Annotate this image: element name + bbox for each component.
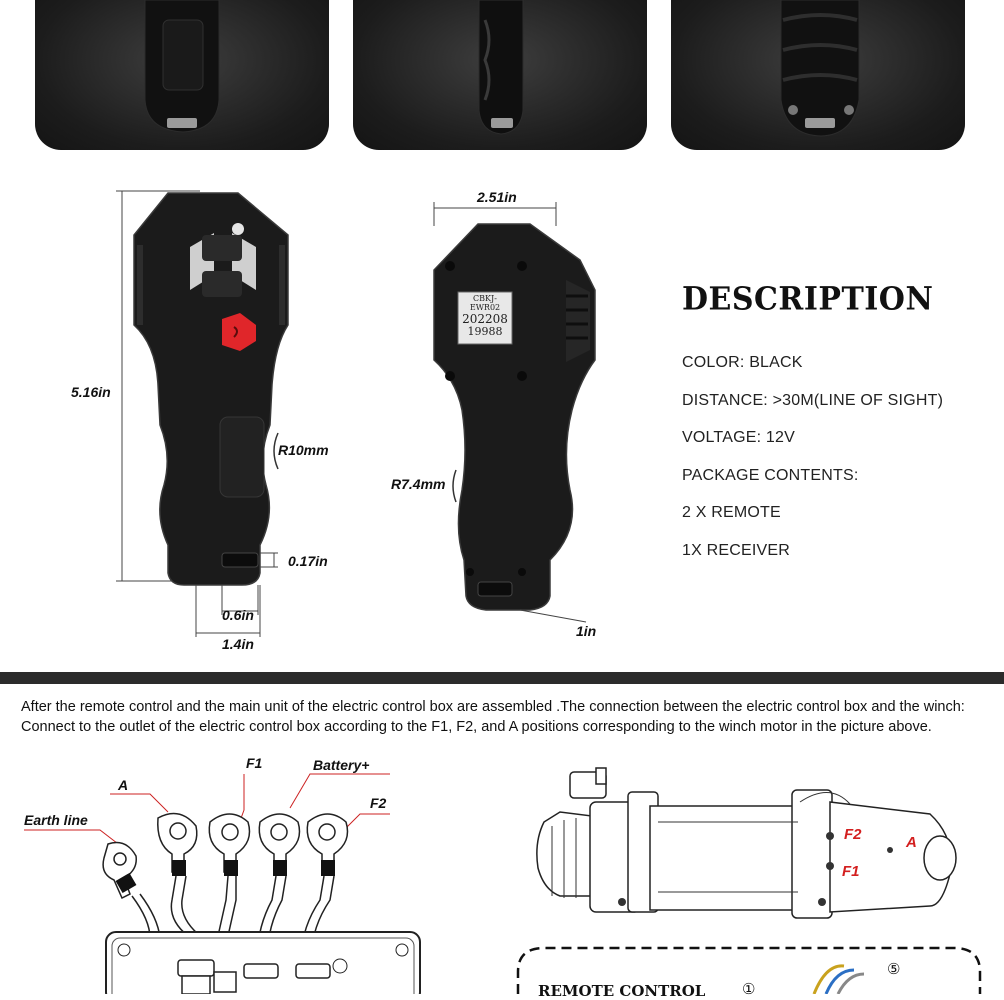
spec-distance: DISTANCE: >30M(LINE OF SIGHT) — [682, 392, 944, 409]
description-title: DESCRIPTION — [682, 281, 934, 318]
section-divider — [0, 672, 1004, 684]
remote-control-title: REMOTE CONTROL — [538, 982, 706, 1000]
label-f2-terminal: F2 — [370, 795, 387, 811]
remote-photo-angled — [671, 0, 965, 150]
dim-depth: 1in — [576, 623, 597, 639]
wiring-diagram — [24, 773, 421, 994]
winch-label-f2: F2 — [844, 826, 862, 843]
dim-radius-back: R7.4mm — [391, 476, 446, 492]
remote-marker-5: ⑤ — [887, 961, 901, 978]
spec-package: PACKAGE CONTENTS: — [682, 467, 859, 484]
dim-base-width: 1.4in — [222, 636, 254, 652]
dim-top-width: 2.51in — [477, 189, 517, 205]
spec-voltage: VOLTAGE: 12V — [682, 429, 795, 446]
label-battery-terminal: Battery+ — [313, 757, 370, 773]
dim-thickness: 0.17in — [288, 553, 328, 569]
remote-back-drawing — [433, 202, 596, 623]
label-date: 202208 — [462, 312, 508, 326]
label-a-terminal: A — [118, 777, 129, 793]
remote-control-box — [516, 946, 982, 994]
winch-label-f1: F1 — [842, 863, 860, 880]
remote-side-image — [478, 0, 524, 135]
winch-drawing — [536, 767, 957, 919]
remote-angled-image — [780, 0, 860, 137]
remote-front-drawing — [116, 190, 289, 637]
spec-color: COLOR: BLACK — [682, 354, 803, 371]
label-serial: 19988 — [467, 325, 503, 338]
spec-receiver-count: 1X RECEIVER — [682, 542, 791, 559]
red-button-shape — [222, 313, 256, 351]
remote-back-image — [144, 0, 220, 133]
remote-photo-side — [353, 0, 647, 150]
winch-label-a: A — [906, 834, 917, 851]
dim-slot-width: 0.6in — [222, 607, 254, 623]
label-f1-terminal: F1 — [246, 755, 263, 771]
remote-marker-1: ① — [742, 981, 756, 998]
remote-photo-back — [35, 0, 329, 150]
spec-remote-count: 2 X REMOTE — [682, 504, 781, 521]
label-model: CBKJ-EWR02 — [469, 294, 501, 312]
device-label: CBKJ-EWR02 202208 19988 — [458, 294, 512, 338]
label-earth-line: Earth line — [24, 812, 88, 828]
instructions-text: After the remote control and the main un… — [21, 699, 965, 735]
dim-radius-front: R10mm — [278, 442, 329, 458]
dim-height: 5.16in — [71, 384, 111, 400]
